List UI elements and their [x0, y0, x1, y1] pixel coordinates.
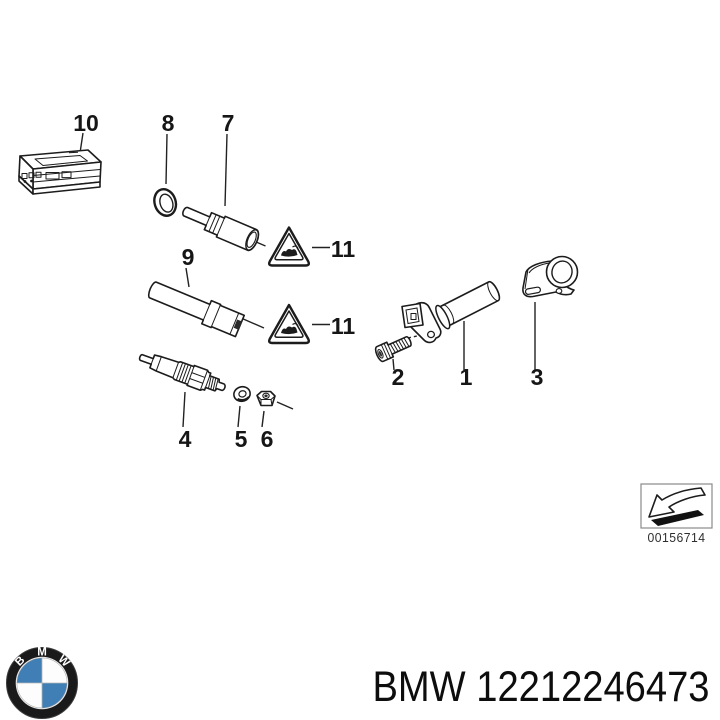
ecu-connector-pins [21, 171, 72, 183]
callout-11: 11 [331, 236, 356, 262]
warning-triangle-icon [267, 303, 311, 345]
leader-line [182, 391, 186, 428]
part-10-control-unit [18, 149, 102, 195]
part-4-glow-plug [138, 353, 226, 392]
leader-line [237, 405, 241, 428]
callout-10: 10 [73, 110, 99, 136]
leader-line [165, 133, 168, 185]
part-7-temperature-sensor [182, 206, 260, 252]
logo-letter-m: M [37, 647, 47, 659]
leader-line [79, 132, 84, 154]
part-5-washer [233, 385, 251, 403]
callout-7: 7 [222, 110, 235, 136]
callout-4: 4 [179, 426, 192, 452]
bmw-roundel-logo: B M W [6, 647, 78, 719]
part-2-bolt [374, 336, 412, 363]
callout-11: 11 [331, 313, 356, 339]
callout-9: 9 [182, 244, 195, 270]
part-6-hex-nut [256, 390, 276, 407]
part-3-bracket [522, 255, 579, 298]
stamp-code: 00156714 [648, 530, 706, 545]
leader-line [185, 267, 190, 288]
callout-1: 1 [460, 364, 473, 390]
stamp-box: 00156714 [640, 483, 713, 545]
callout-5: 5 [235, 426, 248, 452]
leader-line [276, 401, 294, 410]
callout-2: 2 [392, 364, 405, 390]
callout-6: 6 [261, 426, 274, 452]
part-8-o-ring [153, 188, 178, 217]
warning-triangle-icon [267, 226, 311, 267]
leader-line [240, 317, 265, 329]
leader-line [224, 133, 228, 207]
leader-line [392, 358, 395, 371]
callout-8: 8 [162, 110, 175, 136]
leader-lines [79, 132, 536, 428]
part-number-text: BMW 12212246473 [373, 663, 710, 711]
callouts: 10 8 7 11 9 11 4 5 6 2 1 3 [73, 110, 543, 452]
callout-3: 3 [531, 364, 544, 390]
direction-arrow-icon [648, 487, 706, 526]
part-9-temperature-sensor [147, 281, 246, 338]
part-1-crankshaft-sensor [401, 280, 501, 344]
leader-line [261, 410, 265, 428]
